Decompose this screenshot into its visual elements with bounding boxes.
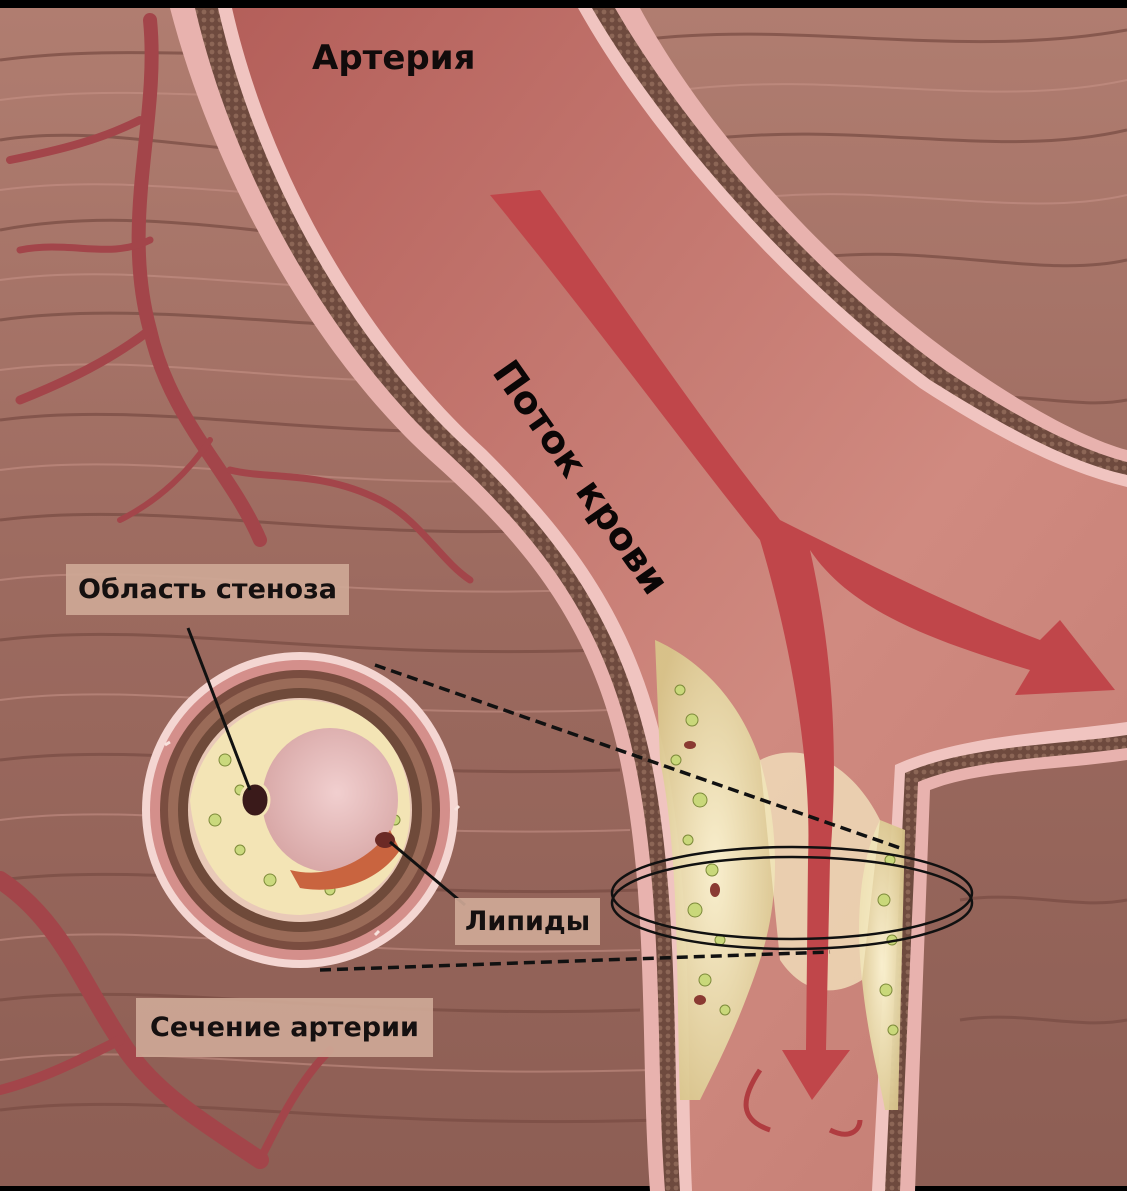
stenosis-area-label: Область стеноза	[66, 564, 349, 615]
lipids-label: Липиды	[455, 898, 600, 945]
artery-title: Артерия	[312, 38, 475, 78]
artery-section-label: Сечение артерии	[136, 998, 433, 1057]
artery-cross-section	[142, 652, 459, 968]
